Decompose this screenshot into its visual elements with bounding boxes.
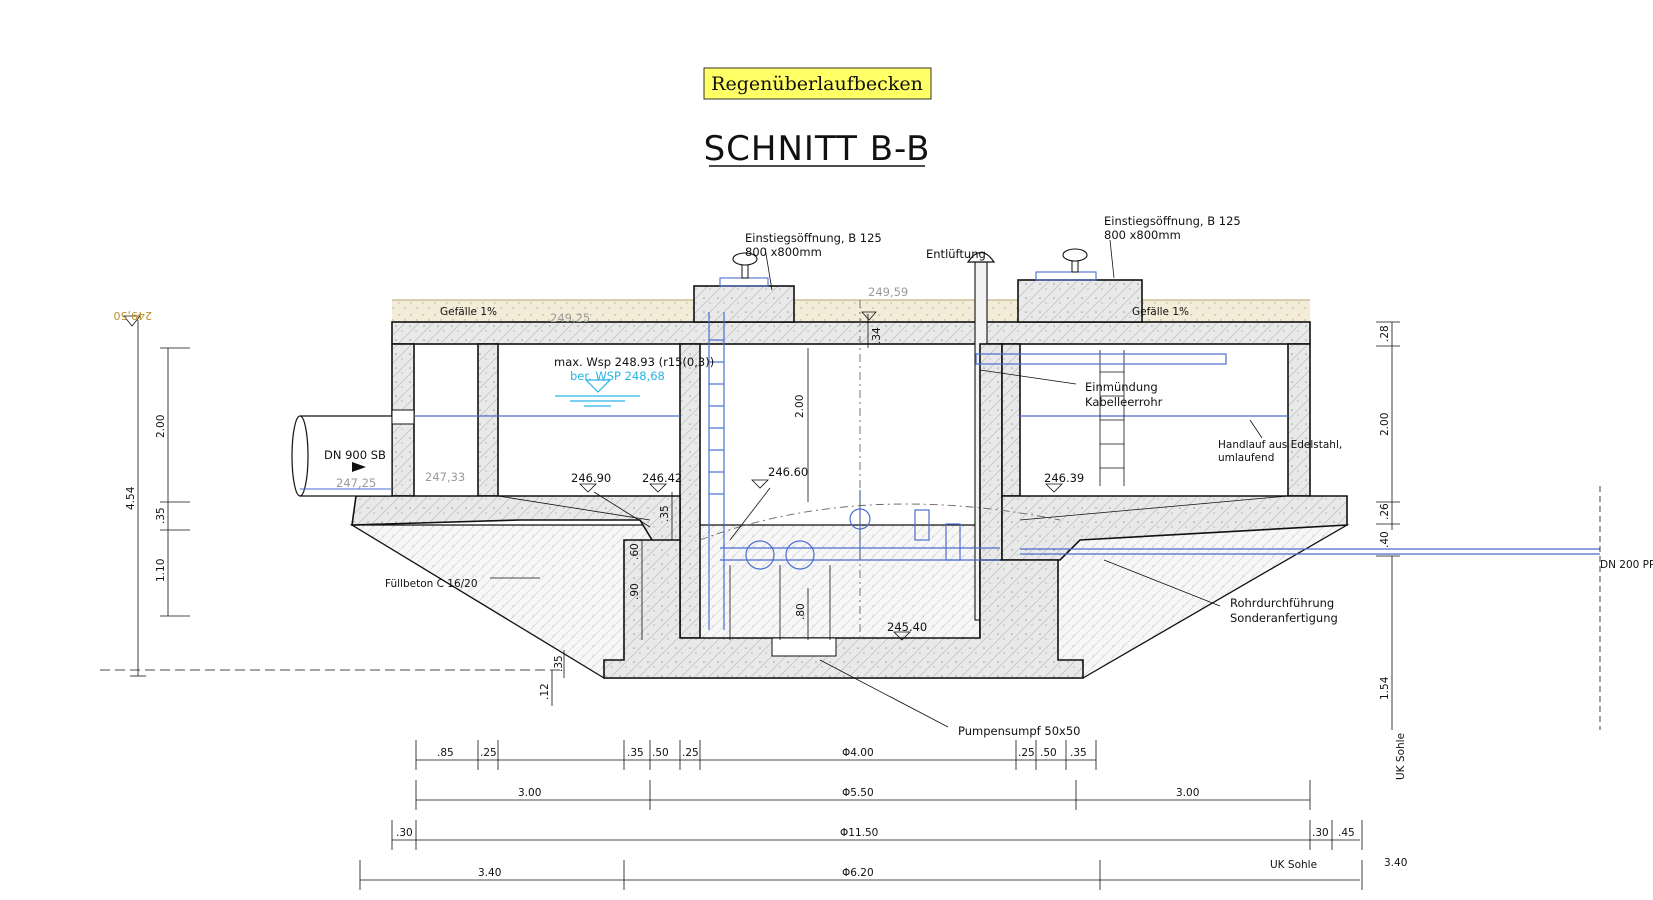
dn900-label: DN 900 SB — [324, 448, 386, 462]
dim-b-30b: .30 — [1312, 827, 1329, 839]
dim-b-300b: 3.00 — [1176, 787, 1199, 799]
dim-b-d620: Φ6.20 — [842, 867, 874, 879]
gefaelle-right-label: Gefälle 1% — [1132, 306, 1189, 318]
level-246-42: 246.42 — [642, 471, 682, 485]
leader-lines — [490, 239, 1263, 728]
dim-b-35b: .35 — [1070, 747, 1087, 759]
fuellbeton-label: Füllbeton C 16/20 — [385, 578, 478, 590]
dim-b-d400: Φ4.00 — [842, 747, 874, 759]
dim-mid-34: .34 — [871, 327, 883, 344]
dim-left-110: 1.10 — [155, 559, 167, 582]
dim-b-85: .85 — [437, 747, 454, 759]
handlauf-label-2: umlaufend — [1218, 452, 1274, 464]
einstieg-left-label-1: Einstiegsöffnung, B 125 — [745, 231, 882, 245]
section-title: SCHNITT B-B — [704, 129, 931, 169]
inlet-pipe — [291, 409, 415, 497]
dn200-label: DN 200 PP — [1600, 559, 1653, 571]
wall-center-left — [679, 343, 701, 639]
dim-mid-60: .60 — [629, 543, 641, 560]
dim-right-28: .28 — [1379, 325, 1391, 342]
level-245-40: 245.40 — [887, 620, 927, 634]
einstieg-right-label-2: 800 x800mm — [1104, 228, 1181, 242]
dim-b-340a: 3.40 — [478, 867, 501, 879]
gefaelle-left-label: Gefälle 1% — [440, 306, 497, 318]
dim-b-25b: .25 — [682, 747, 699, 759]
einmuendung-label-1: Einmündung — [1085, 380, 1158, 394]
dim-mid-12: .12 — [539, 683, 551, 700]
dim-b-340b: 3.40 — [1384, 857, 1407, 869]
section-title-text: SCHNITT B-B — [704, 129, 931, 169]
dim-b-45: .45 — [1338, 827, 1355, 839]
level-249-25: 249,25 — [550, 311, 590, 325]
cable-duct — [975, 353, 1227, 365]
hatch-left — [693, 285, 795, 323]
pumpensumpf-label: Pumpensumpf 50x50 — [958, 724, 1080, 738]
dim-b-35a: .35 — [627, 747, 644, 759]
max-wsp-label: max. Wsp 248.93 (r15(0,3)) — [554, 355, 714, 369]
entlueftung-label: Entlüftung — [926, 247, 986, 261]
dim-mid-200: 2.00 — [794, 395, 806, 418]
dim-b-50a: .50 — [652, 747, 669, 759]
level-249-59: 249,59 — [868, 285, 908, 299]
dim-right-26: .26 — [1379, 503, 1391, 520]
dim-mid-35b: .35 — [553, 655, 565, 672]
ladder-left — [708, 312, 725, 630]
einmuendung-label-2: Kabelleerrohr — [1085, 395, 1163, 409]
uk-sohle-vertical: UK Sohle — [1395, 733, 1407, 780]
dim-b-50b: .50 — [1040, 747, 1057, 759]
dim-mid-80: .80 — [795, 603, 807, 620]
roof-slab — [391, 321, 1311, 345]
title-badge: Regenüberlaufbecken — [703, 67, 932, 100]
badge-text: Regenüberlaufbecken — [711, 73, 923, 95]
ladder-right — [1099, 350, 1125, 486]
dim-right-154: 1.54 — [1379, 676, 1391, 700]
ber-wsp-label: ber. WSP 248,68 — [570, 369, 665, 383]
uk-sohle-bottom: UK Sohle — [1270, 859, 1317, 871]
level-249-50: 249,50 — [114, 309, 153, 322]
dim-b-300a: 3.00 — [518, 787, 541, 799]
water-level-symbol — [555, 379, 640, 407]
einstieg-left-label-2: 800 x800mm — [745, 245, 822, 259]
rohr-label-2: Sonderanfertigung — [1230, 611, 1338, 625]
dim-left-200: 2.00 — [155, 415, 167, 438]
dimension-lines — [130, 314, 1400, 890]
dim-b-d1150: Φ11.50 — [840, 827, 878, 839]
dim-mid-35: .35 — [659, 505, 671, 522]
wall-left-inner — [477, 343, 499, 497]
dim-right-40: .40 — [1379, 531, 1391, 548]
dim-mid-90: .90 — [629, 583, 641, 600]
hatch-right — [1017, 279, 1143, 323]
handlauf-label-1: Handlauf aus Edelstahl, — [1218, 439, 1342, 451]
dim-b-30a: .30 — [396, 827, 413, 839]
dim-left-35: .35 — [155, 507, 167, 524]
sump-slab — [603, 539, 1084, 679]
level-markers — [123, 311, 1063, 641]
einstieg-right-label-1: Einstiegsöffnung, B 125 — [1104, 214, 1241, 228]
dim-b-25a: .25 — [480, 747, 497, 759]
level-246-39: 246.39 — [1044, 471, 1084, 485]
level-246-90: 246.90 — [571, 471, 611, 485]
dim-b-25c: .25 — [1018, 747, 1035, 759]
level-246-60: 246.60 — [768, 465, 808, 479]
dim-left-total: 4.54 — [125, 486, 137, 510]
wall-right-inner — [1001, 343, 1021, 497]
dim-b-d550: Φ5.50 — [842, 787, 874, 799]
level-247-25: 247,25 — [336, 476, 376, 490]
level-247-33: 247,33 — [425, 470, 465, 484]
rohr-label-1: Rohrdurchführung — [1230, 596, 1334, 610]
dim-right-200: 2.00 — [1379, 413, 1391, 436]
wall-right-outer — [1287, 343, 1311, 497]
